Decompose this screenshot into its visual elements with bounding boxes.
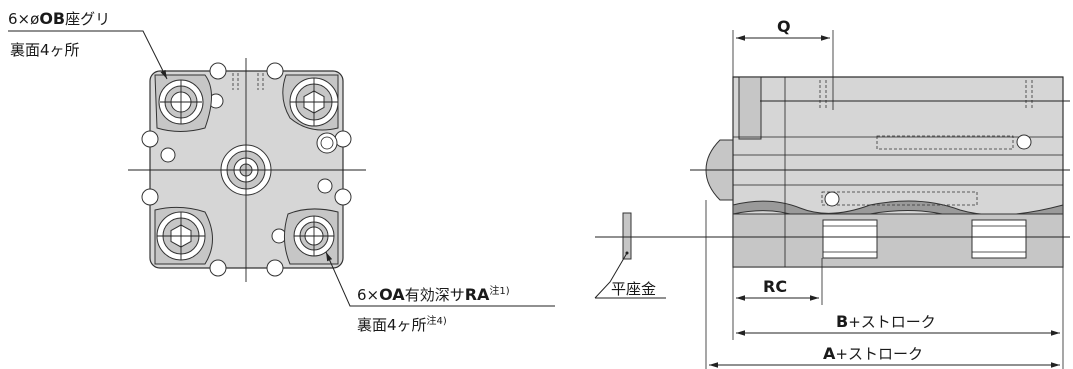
notch (141, 130, 159, 148)
flat-washer (594, 212, 666, 299)
notch (209, 62, 227, 80)
washer-label: 平座金 (611, 280, 656, 298)
notch (141, 188, 159, 206)
notch (209, 259, 227, 277)
gear-icon (1016, 134, 1032, 150)
oa-callout: 6×OA有効深サRA注1) (357, 284, 510, 304)
ob-callout: 6×øOB座グリ (8, 9, 110, 28)
side-view (595, 30, 1070, 369)
dim-rc-label: RC (763, 277, 787, 296)
notch (266, 62, 284, 80)
notch (334, 130, 352, 148)
oa-sub-label: 裏面4ヶ所注4) (357, 314, 447, 334)
dim-a-label: A+ストローク (823, 344, 923, 363)
notch (334, 188, 352, 206)
dim-b-label: B+ストローク (836, 312, 936, 331)
front-view (8, 30, 555, 307)
notch (266, 259, 284, 277)
dim-q-label: Q (777, 17, 791, 36)
gear-icon (824, 191, 840, 207)
ob-sub-label: 裏面4ヶ所 (10, 41, 80, 59)
port-icon (316, 132, 338, 154)
